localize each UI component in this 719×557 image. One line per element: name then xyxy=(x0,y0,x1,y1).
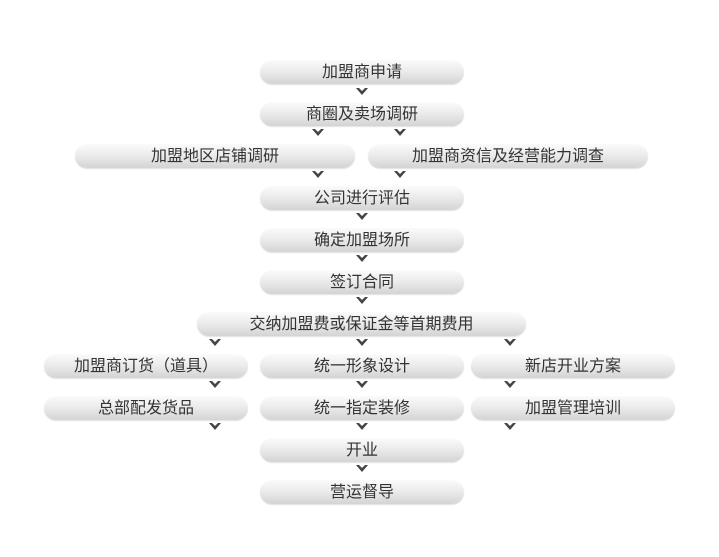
arrow-down-icon xyxy=(356,381,368,388)
arrow-down-icon xyxy=(504,339,516,346)
step-confirm-site: 确定加盟场所 xyxy=(260,228,464,252)
step-image-design: 统一形象设计 xyxy=(260,354,464,378)
step-evaluation: 公司进行评估 xyxy=(260,186,464,210)
arrow-down-icon xyxy=(356,213,368,220)
step-distribution: 总部配发货品 xyxy=(44,396,248,420)
step-contract: 签订合同 xyxy=(260,270,464,294)
arrow-down-icon xyxy=(356,339,368,346)
arrow-down-icon xyxy=(356,465,368,472)
arrow-down-icon xyxy=(209,381,221,388)
arrow-down-icon xyxy=(356,423,368,430)
step-apply: 加盟商申请 xyxy=(260,60,464,84)
step-open: 开业 xyxy=(260,438,464,462)
step-management-training: 加盟管理培训 xyxy=(471,396,675,420)
step-store-survey: 加盟地区店铺调研 xyxy=(75,144,355,168)
arrow-down-icon xyxy=(209,423,221,430)
arrow-down-icon xyxy=(394,171,406,178)
arrow-down-icon xyxy=(504,423,516,430)
step-opening-plan: 新店开业方案 xyxy=(471,354,675,378)
step-decoration: 统一指定装修 xyxy=(260,396,464,420)
arrow-down-icon xyxy=(209,339,221,346)
arrow-down-icon xyxy=(504,381,516,388)
step-fees: 交纳加盟费或保证金等首期费用 xyxy=(197,312,526,336)
step-qualification-survey: 加盟商资信及经营能力调查 xyxy=(368,144,648,168)
arrow-down-icon xyxy=(356,255,368,262)
arrow-down-icon xyxy=(312,171,324,178)
step-survey: 商圈及卖场调研 xyxy=(260,102,464,126)
arrow-down-icon xyxy=(312,129,324,136)
step-order-goods: 加盟商订货（道具） xyxy=(44,354,248,378)
arrow-down-icon xyxy=(356,88,368,95)
step-supervision: 营运督导 xyxy=(260,480,464,504)
arrow-down-icon xyxy=(356,297,368,304)
arrow-down-icon xyxy=(394,129,406,136)
